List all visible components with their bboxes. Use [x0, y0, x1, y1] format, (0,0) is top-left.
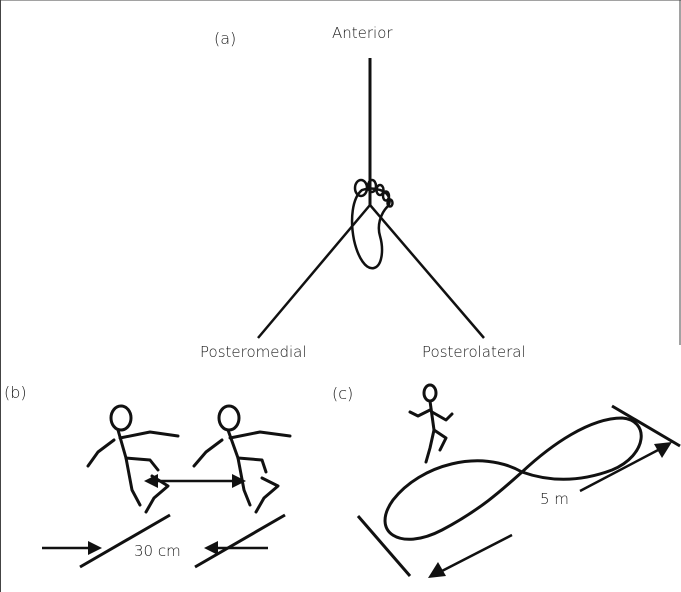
measure-arrow-upper-line — [579, 447, 661, 493]
jumper-figure-2 — [192, 404, 292, 514]
side-hop-diagram — [42, 404, 292, 569]
measure-arrow-right-head — [204, 541, 218, 555]
posterolateral-line — [369, 204, 485, 339]
figure-eight-distance-label: 5 m — [540, 490, 569, 508]
posterolateral-label: Posterolateral — [422, 343, 526, 361]
measure-arrow-lower-head — [428, 562, 446, 578]
side-hop-distance-label: 30 cm — [134, 542, 181, 560]
parallel-line-left — [79, 513, 171, 569]
panel-b-label: (b) — [4, 383, 27, 402]
panel-a-label: (a) — [214, 29, 237, 48]
boundary-line-left — [356, 515, 412, 577]
jump-arrow-right-head — [232, 474, 246, 488]
anterior-label: Anterior — [332, 24, 393, 42]
jumper-figure-1 — [86, 404, 180, 514]
foot-icon — [350, 178, 394, 270]
measure-arrow-left-head — [88, 541, 102, 555]
star-excursion-diagram — [257, 58, 485, 339]
measure-arrow-lower-line — [439, 533, 513, 574]
measure-arrow-upper-head — [654, 442, 672, 458]
runner-figure — [408, 383, 454, 464]
figure-eight-diagram — [356, 383, 681, 578]
panel-c-label: (c) — [332, 384, 354, 403]
posteromedial-label: Posteromedial — [200, 343, 307, 361]
parallel-line-right — [194, 513, 286, 569]
jump-arrow-left-head — [144, 474, 158, 488]
figure-eight-path — [383, 416, 643, 541]
boundary-line-right — [611, 404, 681, 448]
